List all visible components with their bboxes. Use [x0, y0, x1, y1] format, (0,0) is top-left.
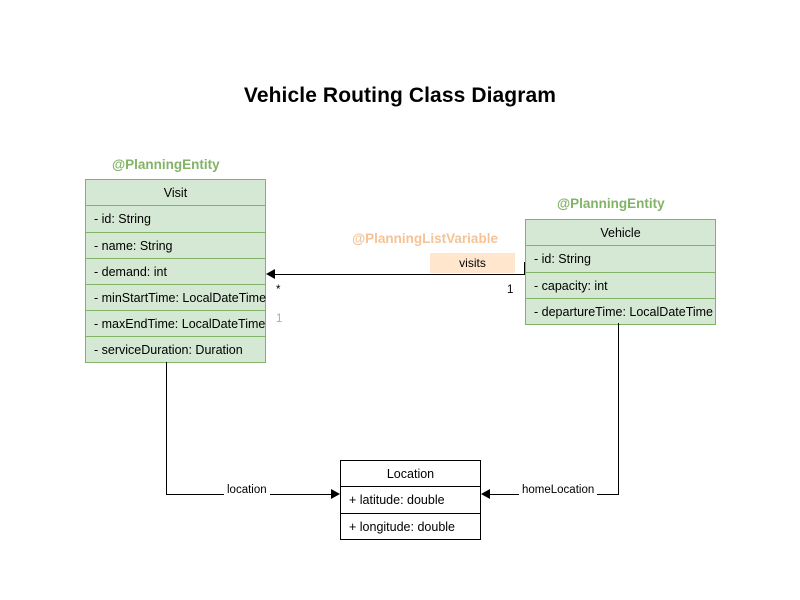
class-attribute: - name: String: [86, 232, 265, 258]
stereotype-visit: @PlanningEntity: [112, 157, 220, 172]
multiplicity-visits-extra: 1: [276, 313, 283, 325]
multiplicity-visits-source: 1: [507, 284, 514, 296]
arrowhead-location: [331, 489, 340, 499]
multiplicity-visits-target: *: [276, 284, 281, 296]
class-attribute: - departureTime: LocalDateTime: [526, 298, 715, 324]
stereotype-vehicle: @PlanningEntity: [557, 196, 665, 211]
class-name-vehicle: Vehicle: [526, 220, 715, 246]
arrowhead-visits: [266, 269, 275, 279]
association-label-location: location: [224, 484, 270, 496]
edge-stub-visits-vehicle: [524, 262, 525, 275]
class-box-location[interactable]: Location + latitude: double + longitude:…: [340, 460, 481, 540]
arrowhead-homelocation: [481, 489, 490, 499]
class-attribute: - serviceDuration: Duration: [86, 336, 265, 362]
class-attribute: - demand: int: [86, 258, 265, 284]
stereotype-visits-listvariable: @PlanningListVariable: [352, 231, 498, 246]
class-attribute: - capacity: int: [526, 272, 715, 298]
class-attribute: - id: String: [94, 212, 151, 226]
class-attribute: + longitude: double: [341, 513, 480, 539]
class-attribute: + latitude: double: [349, 493, 445, 507]
edge-line-visits: [270, 274, 525, 275]
class-box-vehicle[interactable]: Vehicle - id: String - capacity: int - d…: [525, 219, 716, 325]
edge-line-location-vertical: [166, 362, 167, 495]
association-label-homelocation: homeLocation: [519, 484, 598, 496]
class-name-location: Location: [341, 461, 480, 487]
association-label-visits: visits: [430, 253, 515, 273]
page-title: Vehicle Routing Class Diagram: [243, 84, 557, 107]
class-name-visit: Visit: [86, 180, 265, 206]
class-box-visit[interactable]: Visit - id: String - name: String - dema…: [85, 179, 266, 363]
class-attribute: - id: String: [534, 252, 591, 266]
class-attribute: - minStartTime: LocalDateTime: [86, 284, 266, 310]
edge-line-homelocation-vertical: [618, 323, 619, 495]
class-attribute: - maxEndTime: LocalDateTime: [86, 310, 265, 336]
